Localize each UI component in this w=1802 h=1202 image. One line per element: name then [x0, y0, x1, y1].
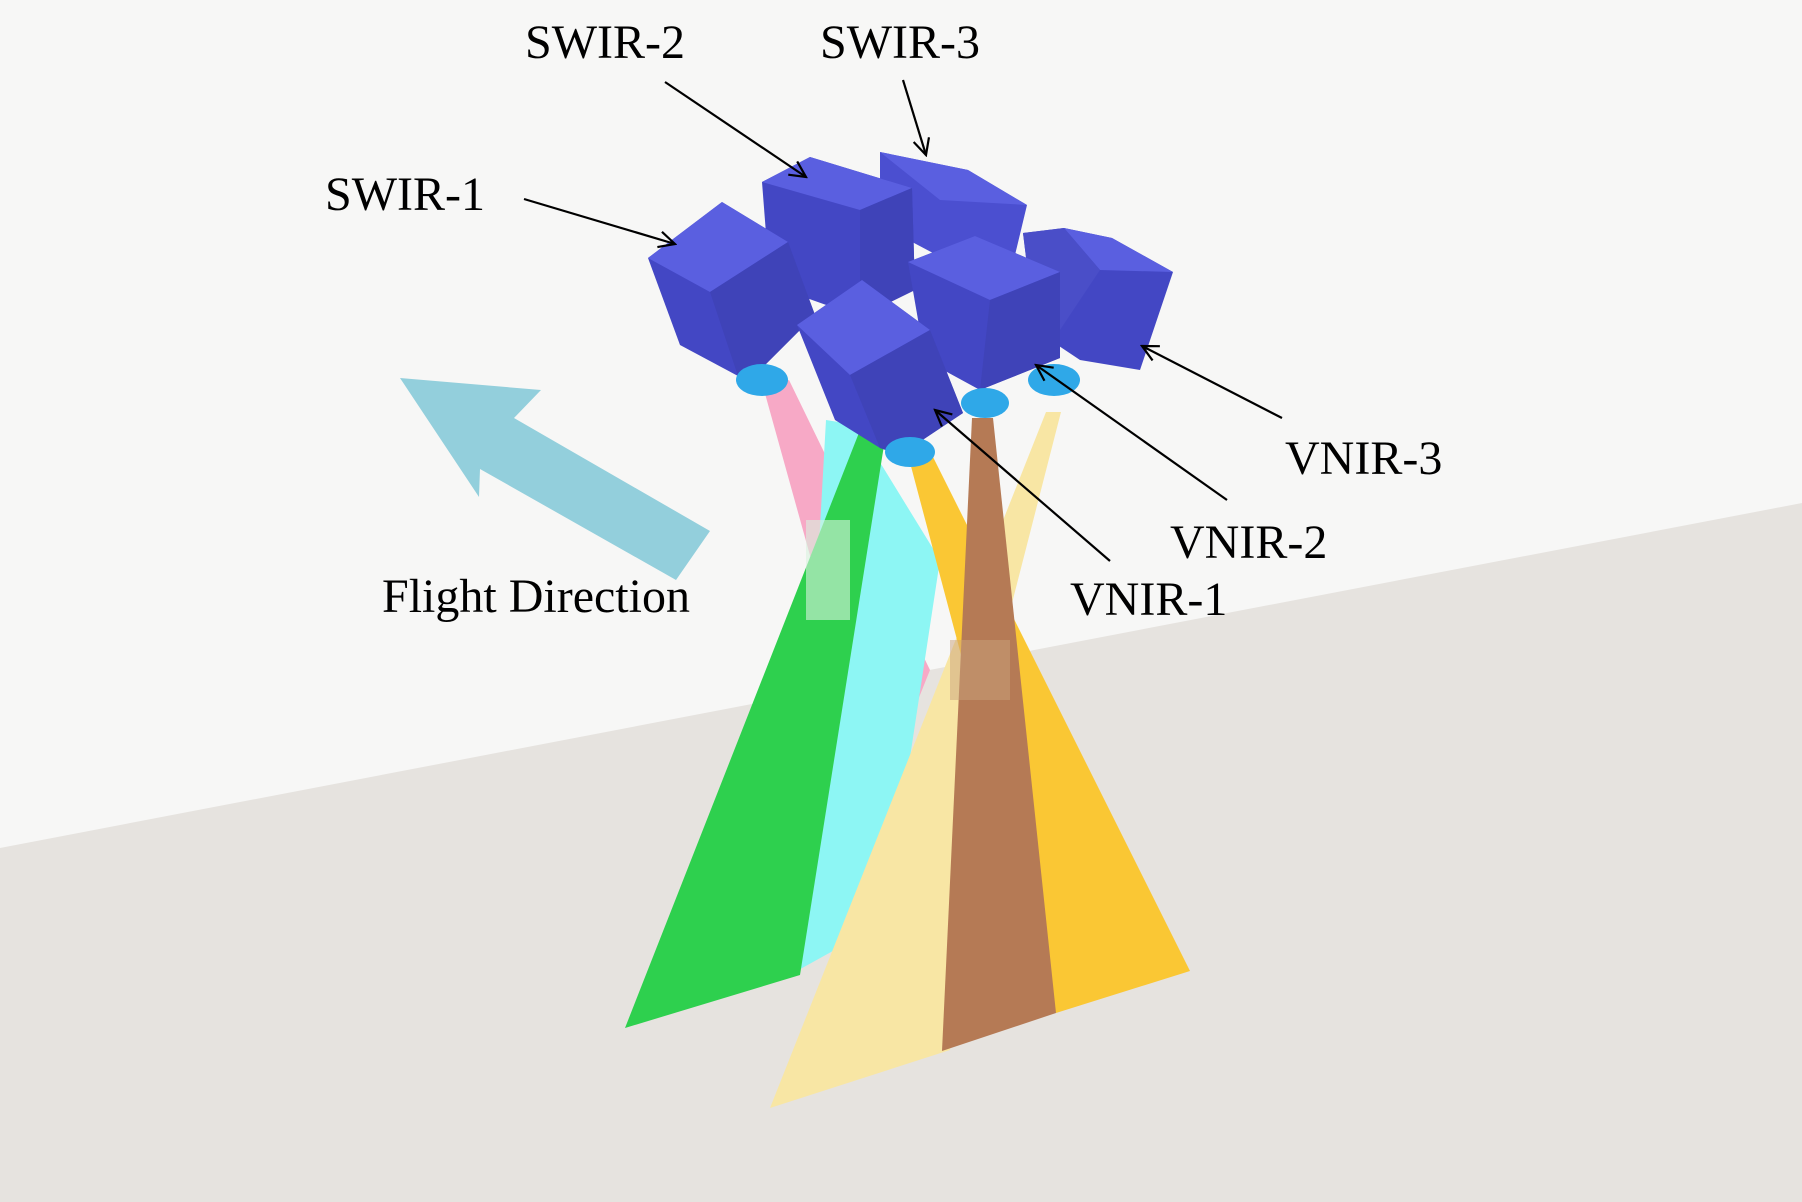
- vnir-2-beam: [942, 418, 1056, 1051]
- swir-3-leader-arrow: [901, 79, 926, 155]
- vnir-2-lens: [961, 388, 1009, 418]
- swir-1-lens: [736, 364, 788, 396]
- swir-2-leader-arrow: [664, 81, 806, 177]
- swir-1-label: SWIR-1: [325, 168, 485, 221]
- vnir-2-leader-arrow: [1036, 365, 1228, 501]
- beam-overlap-haze: [806, 520, 850, 620]
- vnir-2-label: VNIR-2: [1170, 516, 1327, 569]
- vnir-1-lens: [885, 437, 935, 467]
- swir-3-camera: [880, 152, 1027, 262]
- vnir-1-label: VNIR-1: [1070, 573, 1227, 626]
- swir-2-label: SWIR-2: [525, 16, 685, 69]
- swir-1-leader-arrow: [523, 197, 675, 244]
- beam-overlap-haze: [950, 640, 1010, 700]
- flight-direction-label: Flight Direction: [382, 570, 690, 623]
- vnir-3-leader-arrow: [1142, 346, 1283, 419]
- vnir-3-camera: [1023, 228, 1173, 370]
- flight-direction-arrow: [400, 378, 710, 580]
- swir-1-camera: [648, 202, 815, 376]
- vnir-1-leader-arrow: [935, 410, 1111, 562]
- vnir-3-label: VNIR-3: [1285, 432, 1442, 485]
- vnir-2-camera: [908, 236, 1060, 390]
- swir-3-label: SWIR-3: [820, 16, 980, 69]
